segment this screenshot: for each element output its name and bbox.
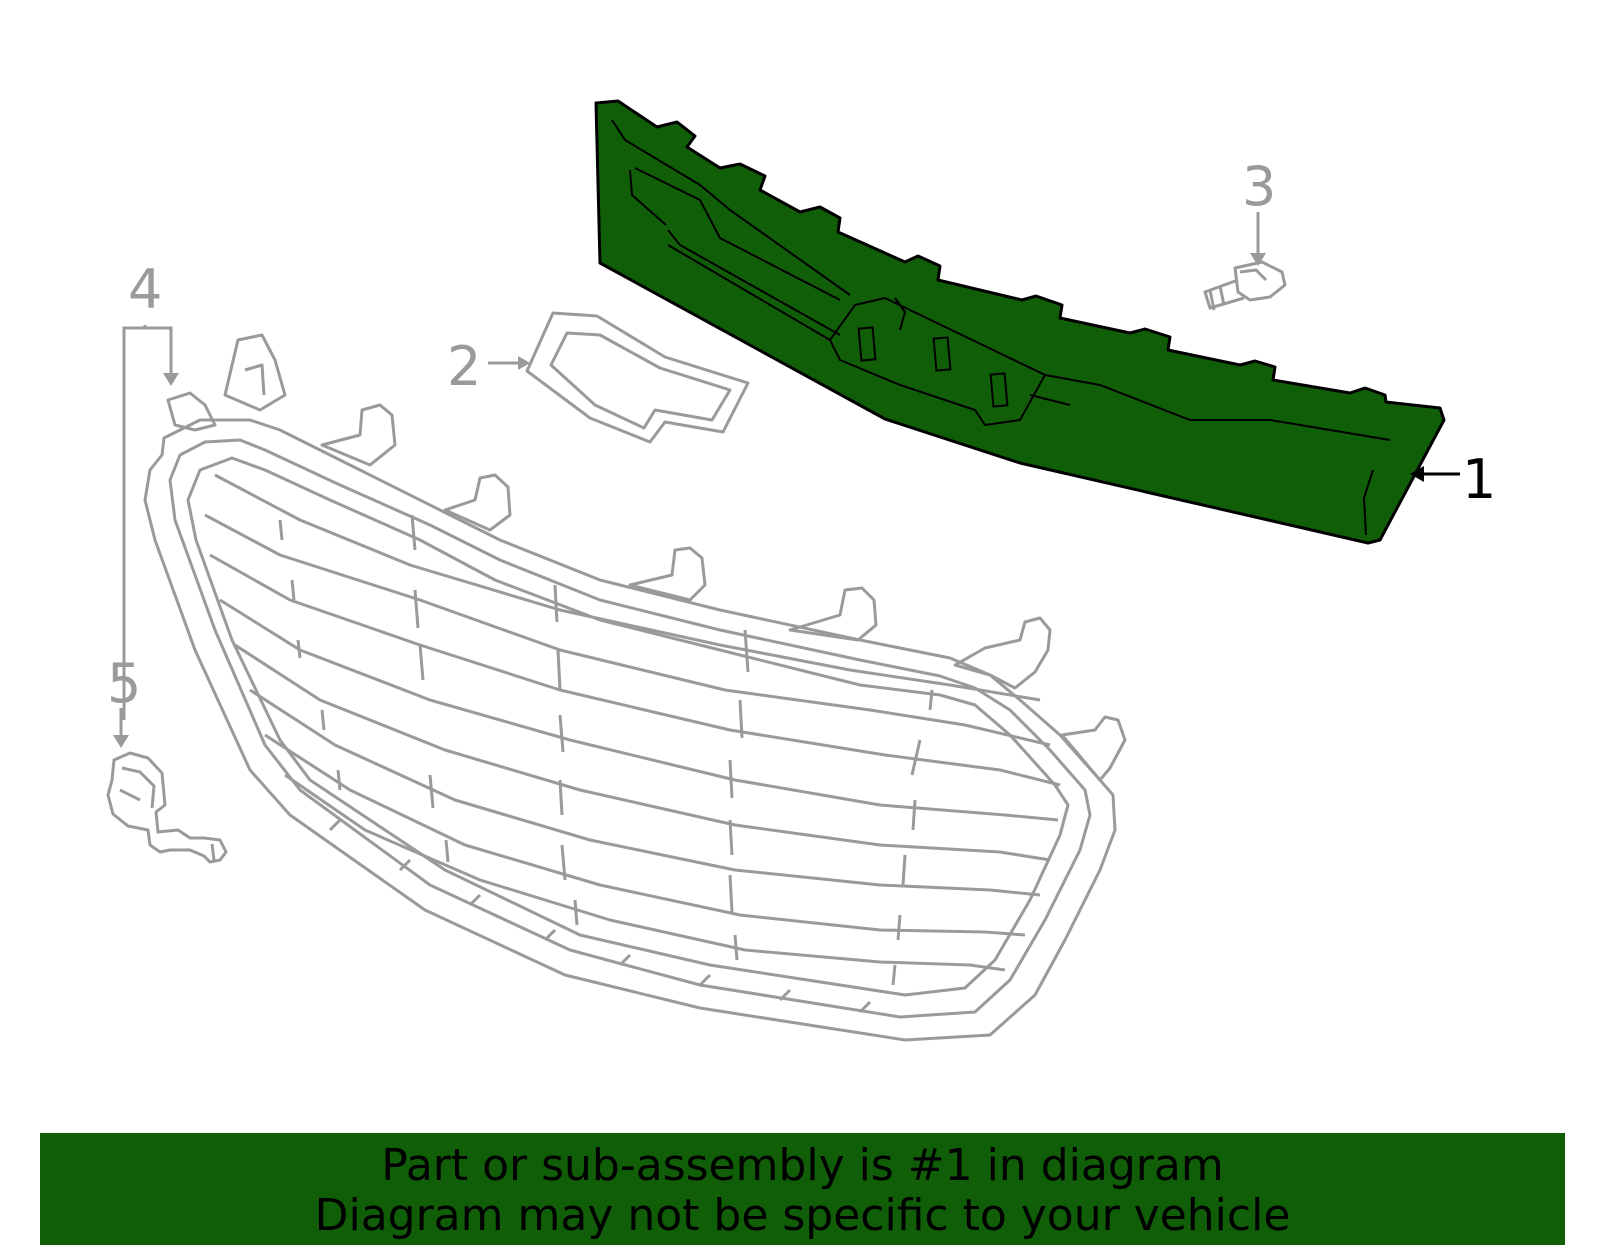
callout-1-leader [1410,466,1460,482]
callout-leaders [119,212,1260,738]
banner-line-2: Diagram may not be specific to your vehi… [314,1190,1291,1241]
part-3-bolt[interactable] [1203,260,1287,311]
part-1-grille-reinforcement[interactable] [594,99,1446,545]
callout-2: 2 [447,335,481,398]
banner-line-1: Part or sub-assembly is #1 in diagram [381,1140,1224,1191]
callout-4: 4 [128,258,162,321]
callout-arrowheads [113,253,1266,748]
disclaimer-banner: Part or sub-assembly is #1 in diagram Di… [40,1133,1565,1245]
callout-3: 3 [1242,155,1276,218]
grille-assembly[interactable] [143,333,1127,1042]
callout-5: 5 [107,652,141,715]
callout-1: 1 [1462,448,1496,511]
part-5-bracket[interactable] [106,751,228,864]
part-2-bowtie-emblem[interactable] [525,311,750,444]
